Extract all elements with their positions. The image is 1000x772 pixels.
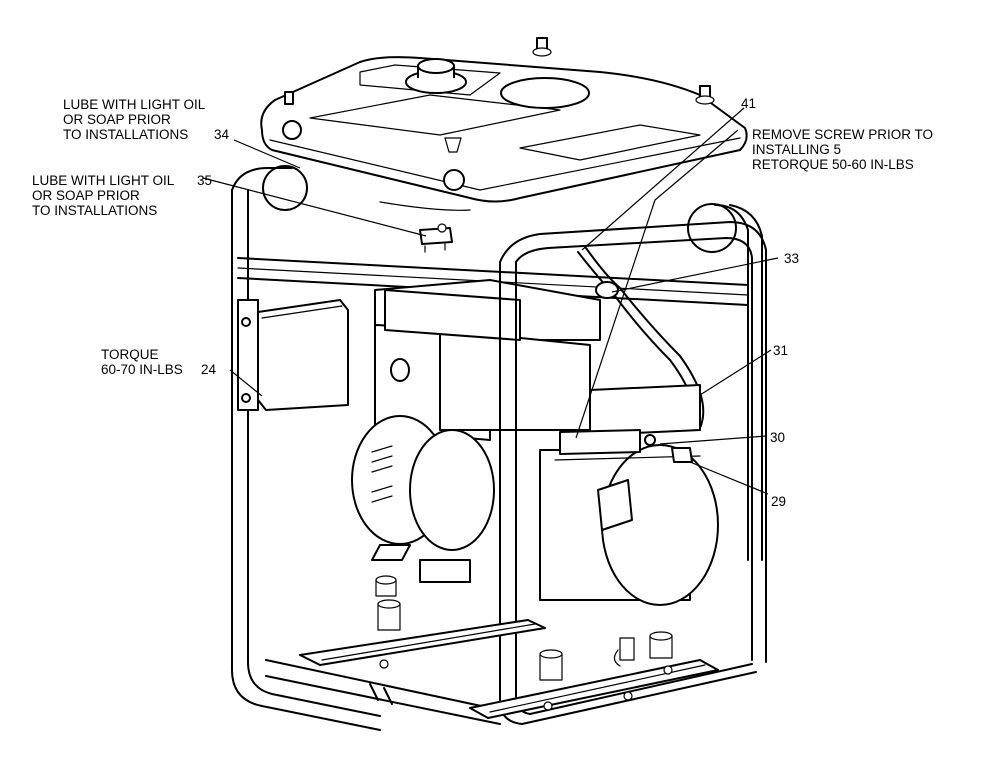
callout-31-number: 31 [773, 343, 789, 358]
recoil-starter [539, 444, 719, 606]
callout-30-number: 30 [770, 430, 786, 445]
callout-41-number: 41 [741, 96, 757, 111]
fuel-tank [260, 56, 748, 211]
fuel-valve [419, 223, 453, 253]
alternator [351, 415, 495, 583]
callout-29-number: 29 [771, 494, 787, 509]
callout-5-label: REMOVE SCREW PRIOR TO INSTALLING 5 RETOR… [752, 127, 934, 172]
leader-lines [202, 107, 779, 495]
vibration-mounts [375, 575, 673, 711]
rear-frame [231, 165, 763, 731]
callout-34-label: LUBE WITH LIGHT OIL OR SOAP PRIOR TO INS… [63, 97, 206, 142]
callout-35-label: LUBE WITH LIGHT OIL OR SOAP PRIOR TO INS… [32, 173, 175, 218]
callout-34-number: 34 [214, 127, 230, 142]
front-frame [265, 221, 767, 725]
callout-33-number: 33 [784, 251, 800, 266]
fuel-cap [405, 58, 467, 94]
carburetor [559, 384, 701, 463]
callout-35-number: 35 [197, 173, 213, 188]
callout-24-label: TORQUE 60-70 IN-LBS [101, 347, 183, 377]
control-box [237, 299, 349, 411]
mounting-hardware [282, 37, 715, 191]
callout-24-number: 24 [201, 362, 217, 377]
